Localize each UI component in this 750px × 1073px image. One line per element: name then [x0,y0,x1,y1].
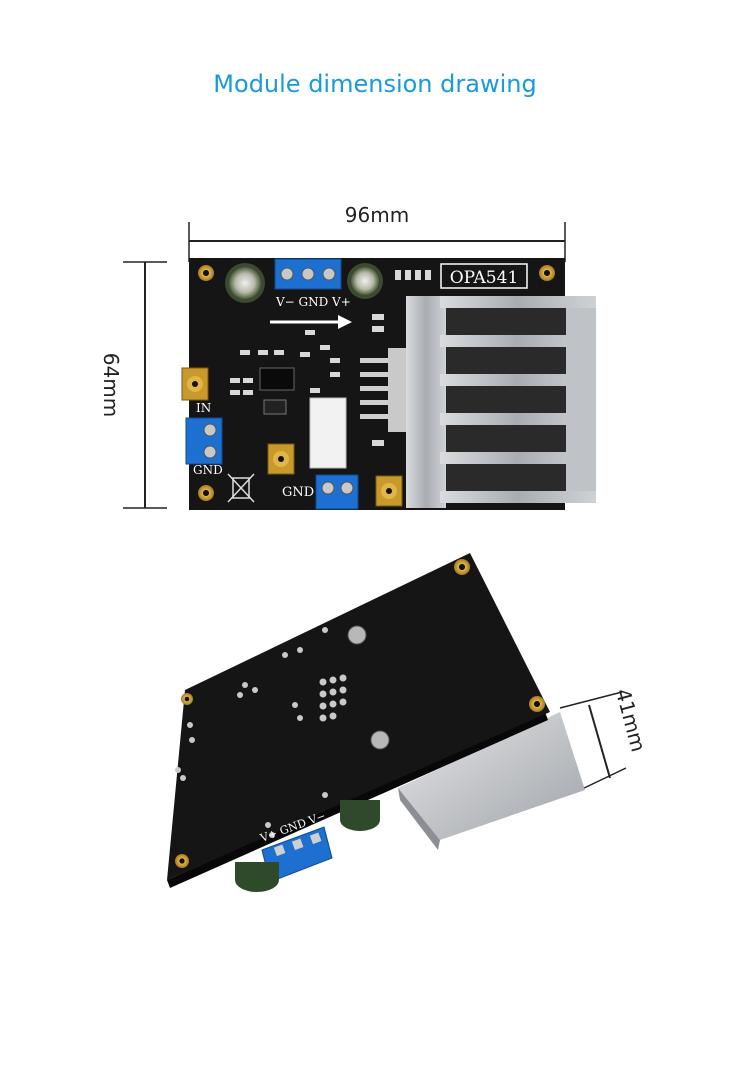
capacitor [340,800,380,831]
screw [370,730,390,750]
capacitor [225,263,265,303]
heatsink [406,296,596,508]
height-label: 64mm [99,353,123,417]
sma-output-connector [375,475,403,507]
mounting-hole [198,265,214,281]
output-terminal-block [315,474,359,510]
pcb-top-view: V− GND V+ OPA541 [181,258,596,510]
capacitor [347,263,383,299]
ic-chip [259,367,295,391]
smd-components [230,270,431,446]
page-title: Module dimension drawing [213,70,537,98]
height-dimension: 64mm [99,261,167,509]
depth-label: 41mm [611,686,651,754]
power-ic-pins [360,348,410,432]
weee-bin-icon [227,473,255,503]
solder-pads [175,627,347,838]
smd-inductor [263,399,287,415]
mounting-hole [175,854,189,868]
gnd-left-label: GND [193,463,223,477]
power-terminal-block [261,826,333,883]
sma-connector [267,443,295,475]
in-label: IN [196,401,211,415]
chip-label: OPA541 [450,268,519,288]
arrow-right-icon [270,315,352,329]
input-terminal-block [185,417,223,465]
film-capacitor [309,397,347,469]
width-dimension: 96mm [188,203,566,262]
mounting-hole [539,265,555,281]
power-label: V− GND V+ [275,295,351,309]
power-terminal-block [274,258,342,290]
mounting-hole [454,559,470,575]
mounting-hole [529,696,545,712]
gnd-out-label: GND [282,485,314,500]
capacitor [235,862,279,892]
width-label: 96mm [345,203,409,227]
mounting-hole [198,485,214,501]
pcb-perspective-view: V+ GND V− [167,553,585,892]
screw [347,625,367,645]
mounting-hole [181,693,193,705]
sma-input-connector [181,367,209,401]
